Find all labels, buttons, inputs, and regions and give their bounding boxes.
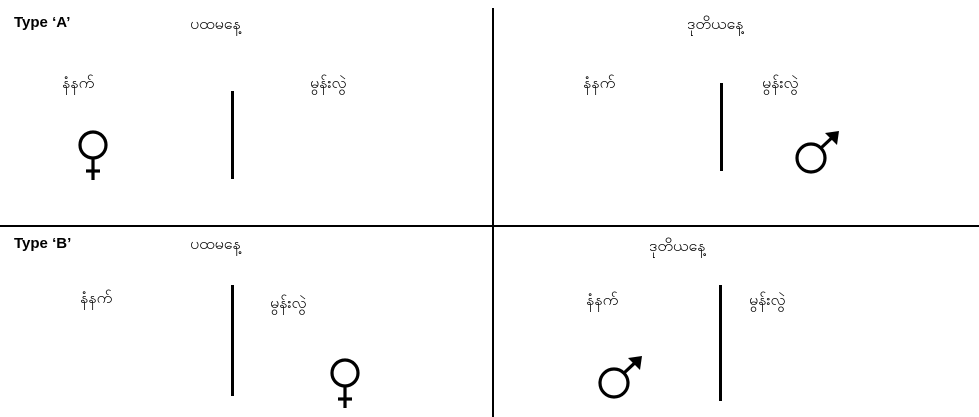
type-a-day2-time-divider bbox=[720, 83, 723, 171]
male-icon bbox=[795, 131, 839, 174]
type-b-day1-afternoon-label: မွန်းလွဲ bbox=[270, 293, 307, 312]
type-a-label: Type ‘A’ bbox=[14, 14, 71, 31]
type-b-day1-morning-label: နံနက် bbox=[80, 288, 113, 307]
type-a-day2-title: ဒုတိယနေ့ bbox=[687, 14, 744, 33]
female-icon bbox=[330, 358, 360, 408]
type-b-day1-title: ပထမနေ့ bbox=[190, 234, 241, 253]
type-b-day2-afternoon-label: မွန်းလွဲ bbox=[749, 290, 786, 309]
male-icon bbox=[598, 356, 642, 399]
type-a-day1-time-divider bbox=[231, 91, 234, 179]
type-b-day1-panel: Type ‘B’ ပထမနေ့ နံနက် မွန်းလွဲ bbox=[0, 225, 492, 417]
type-a-day1-afternoon-label: မွန်းလွဲ bbox=[310, 73, 347, 92]
type-a-day2-morning-label: နံနက် bbox=[583, 73, 616, 92]
type-b-day2-panel: ဒုတိယနေ့ နံနက် မွန်းလွဲ bbox=[492, 225, 979, 417]
type-a-day2-panel: ဒုတိယနေ့ နံနက် မွန်းလွဲ bbox=[492, 0, 979, 225]
type-a-day2-afternoon-label: မွန်းလွဲ bbox=[762, 73, 799, 92]
center-vertical-divider bbox=[492, 8, 494, 417]
type-b-day2-title: ဒုတိယနေ့ bbox=[649, 236, 706, 255]
type-b-day1-time-divider bbox=[231, 285, 234, 396]
type-a-day1-panel: Type ‘A’ ပထမနေ့ နံနက် မွန်းလွဲ bbox=[0, 0, 492, 225]
middle-horizontal-divider bbox=[0, 225, 979, 227]
type-b-label: Type ‘B’ bbox=[14, 235, 72, 252]
type-b-day2-morning-label: နံနက် bbox=[586, 290, 619, 309]
type-a-day1-title: ပထမနေ့ bbox=[190, 14, 241, 33]
female-icon bbox=[78, 130, 108, 180]
type-b-day2-time-divider bbox=[719, 285, 722, 401]
type-a-day1-morning-label: နံနက် bbox=[62, 73, 95, 92]
